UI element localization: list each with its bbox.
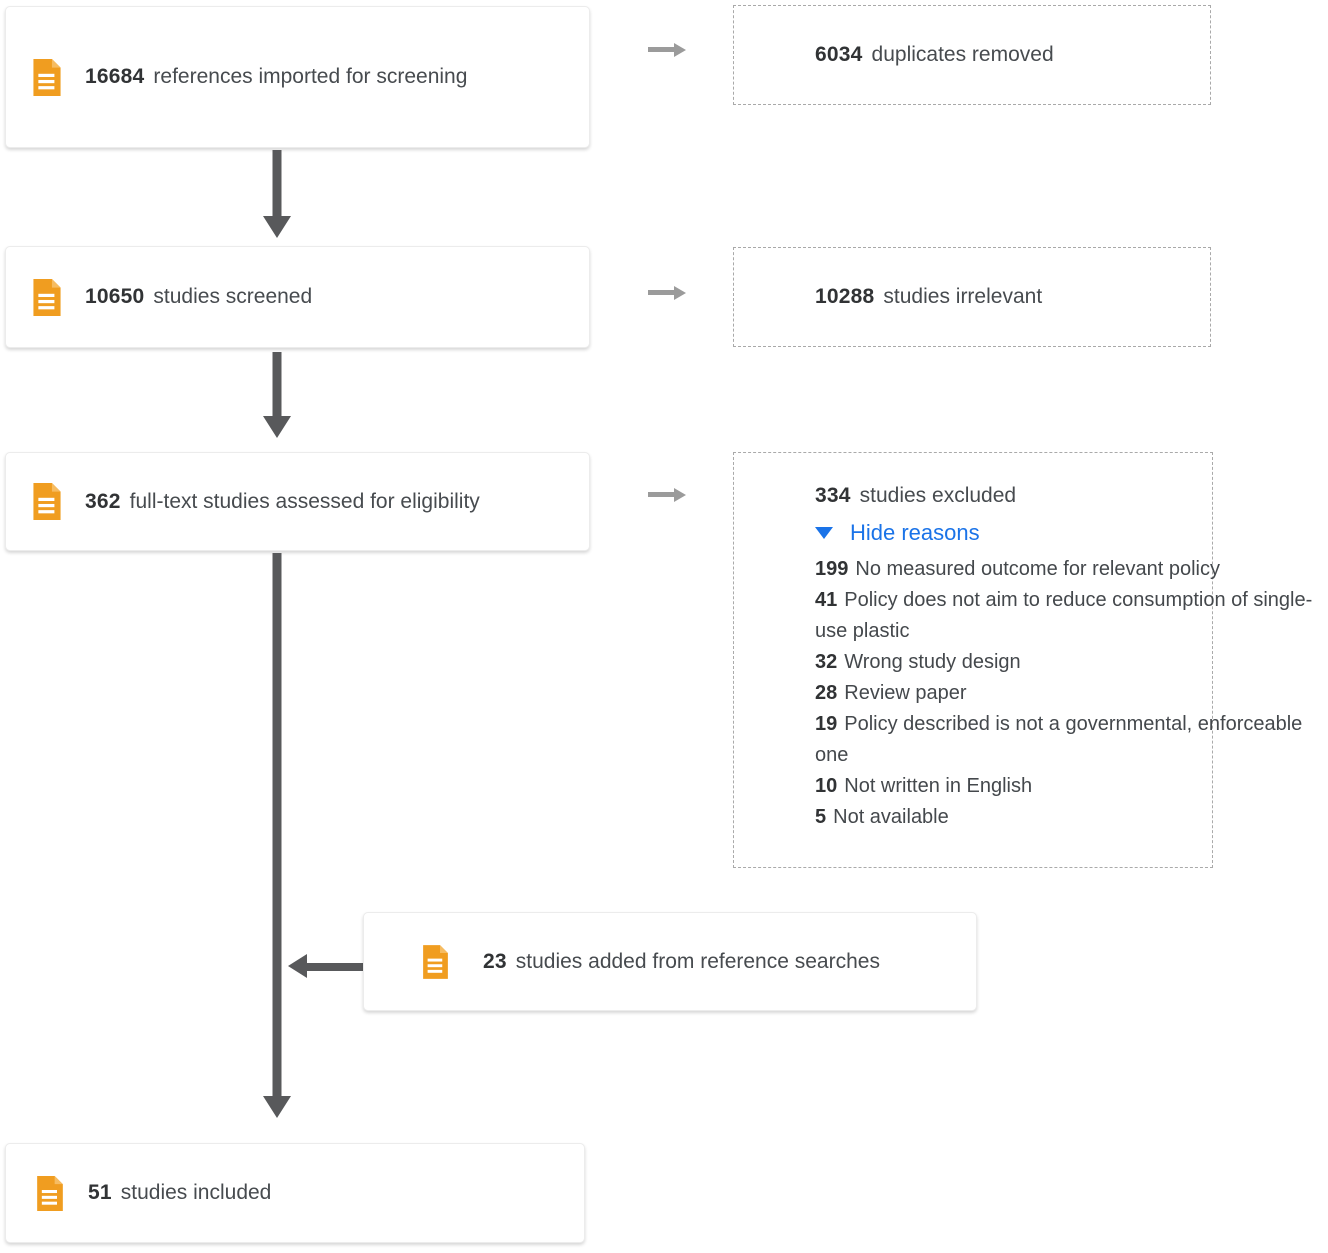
reference-searches-box: 23 studies added from reference searches (363, 912, 977, 1011)
right-arrow-duplicates (648, 43, 686, 57)
excluded-label: studies excluded (859, 484, 1017, 507)
included-count: 51 (88, 1181, 112, 1204)
fulltext-label: full-text studies assessed for eligibili… (129, 489, 480, 513)
studies-included-box: 51 studies included (5, 1143, 585, 1243)
document-icon (423, 944, 448, 979)
screened-label: studies screened (153, 285, 313, 308)
screened-count: 10650 (85, 285, 145, 308)
imported-label: references imported for screening (153, 65, 468, 88)
studies-screened-box: 10650 studies screened (5, 246, 590, 348)
hide-reasons-toggle[interactable]: Hide reasons (815, 520, 1212, 546)
irrelevant-label: studies irrelevant (883, 285, 1043, 308)
irrelevant-count: 10288 (815, 285, 875, 308)
left-arrow-references (288, 954, 394, 979)
document-icon (33, 58, 61, 96)
duplicates-label: duplicates removed (871, 43, 1054, 66)
down-arrow-1 (263, 150, 291, 238)
document-icon (33, 483, 61, 520)
fulltext-assessed-box: 362 full-text studies assessed for eligi… (5, 452, 590, 551)
triangle-down-icon (815, 527, 833, 539)
down-arrow-to-included (263, 553, 291, 1118)
fulltext-count: 362 (85, 489, 121, 513)
references-label: studies added from reference searches (515, 949, 880, 973)
document-icon (37, 1175, 63, 1211)
right-arrow-irrelevant (648, 286, 686, 300)
document-icon (33, 278, 61, 316)
studies-irrelevant-box: 10288 studies irrelevant (733, 247, 1211, 347)
included-label: studies included (120, 1181, 272, 1204)
imported-count: 16684 (85, 65, 145, 88)
duplicates-removed-box: 6034 duplicates removed (733, 5, 1211, 105)
right-arrow-excluded (648, 488, 686, 502)
down-arrow-2 (263, 352, 291, 438)
references-count: 23 (483, 949, 507, 973)
duplicates-count: 6034 (815, 43, 863, 66)
hide-reasons-label: Hide reasons (850, 520, 980, 545)
imported-references-box: 16684 references imported for screening (5, 6, 590, 148)
excluded-count: 334 (815, 484, 851, 507)
